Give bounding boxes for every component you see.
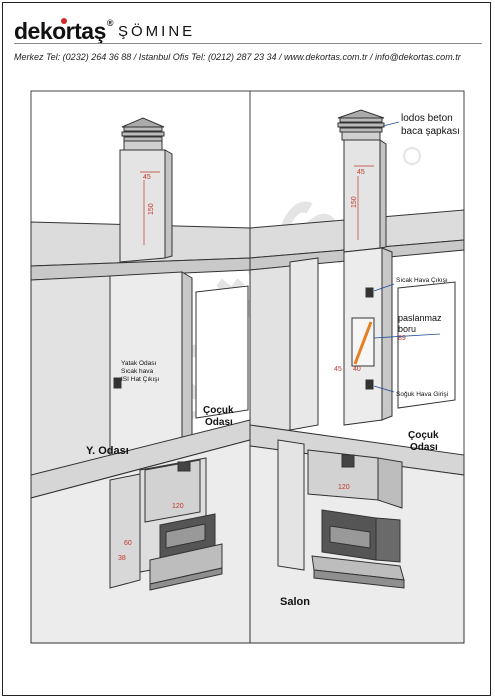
right-dim-chimney-height: 150: [351, 196, 358, 208]
left-label-vent-line-3: ISI Hat Çıkışı: [121, 376, 159, 383]
right-window-opening: [397, 281, 456, 409]
left-side-block: [109, 473, 141, 589]
right-firebox-side: [375, 517, 401, 563]
right-chimney: [343, 139, 381, 253]
right-label-cap-1: lodos beton: [401, 113, 453, 124]
left-label-bedroom: Y. Odası: [86, 445, 129, 457]
right-fireplace-hood-side: [377, 457, 403, 509]
brand-name: dekortaş: [14, 18, 106, 44]
right-firebox-grate: [329, 525, 371, 549]
brand-suffix: ŞÖMINE: [118, 23, 196, 40]
registered-mark: ®: [106, 18, 114, 28]
right-hood-vent-icon: [341, 454, 355, 468]
right-dim-chimney-width: 45: [357, 169, 365, 176]
left-dimensions: 45 150 120 60 38: [118, 171, 184, 562]
left-label-vent-line-2: Sıcak hava: [121, 368, 154, 375]
header: dekortaş® ŞÖMINE Merkez Tel: (0232) 264 …: [0, 0, 495, 70]
right-flue-column-side: [381, 247, 393, 421]
left-labels: Yatak Odası Sıcak hava ISI Hat Çıkışı Ço…: [86, 360, 234, 457]
right-label-pipe-2: boru: [398, 324, 416, 334]
left-dim-chimney-height: 150: [148, 203, 155, 215]
left-panel: [30, 90, 251, 644]
left-chimney-cap: [121, 117, 165, 151]
contact-line: Merkez Tel: (0232) 264 36 88 / Istanbul …: [14, 52, 461, 62]
right-label-child-room-1: Çoçuk: [408, 430, 439, 441]
left-chimney: [119, 149, 166, 263]
header-rule: [14, 43, 482, 44]
left-hood-vent-icon: [177, 461, 191, 472]
right-dimensions: 45 150 89 40 45 120: [334, 165, 406, 491]
left-firebox-grate: [165, 523, 206, 549]
right-label-living-room: Salon: [280, 596, 310, 608]
left-vent-grill-icon: [113, 377, 122, 389]
right-dim-pipe-b: 40: [353, 366, 361, 373]
page-frame: [2, 2, 491, 696]
right-hearth-front: [313, 569, 405, 589]
right-dim-hearth-width: 120: [338, 484, 350, 491]
left-dim-side: 38: [118, 555, 126, 562]
left-label-child-room-2: Odası: [205, 417, 233, 428]
right-dim-pipe-c: 45: [334, 366, 342, 373]
right-label-child-room-2: Odası: [410, 442, 438, 453]
left-dim-hearth-width: 120: [172, 503, 184, 510]
right-dim-pipe-a: 89: [398, 335, 406, 342]
right-hot-air-vent-icon: [365, 287, 374, 298]
left-hearth-front: [149, 567, 223, 591]
right-label-hot-air: Sıcak Hava Çıkışı: [396, 277, 448, 284]
right-cold-air-vent-icon: [365, 379, 374, 390]
left-fireplace-hood: [144, 459, 201, 523]
left-chimney-side: [164, 149, 173, 259]
brand-logo-dot: [61, 18, 67, 24]
right-upper-pillar: [289, 257, 319, 431]
watermark-registered: [403, 147, 421, 165]
right-label-pipe-1: paslanmaz: [398, 313, 442, 323]
right-label-cap-2: baca şapkası: [401, 126, 460, 137]
left-window-opening: [195, 285, 249, 419]
right-chimney-cap: [337, 109, 385, 141]
right-upper-wall-left: [249, 265, 291, 437]
left-dim-chimney-width: 45: [143, 174, 151, 181]
left-dim-hearth-depth: 60: [124, 540, 132, 547]
right-lower-pillar: [277, 439, 305, 571]
right-label-cold-air: Soğuk Hava Girişi: [396, 391, 448, 398]
right-panel: [249, 90, 465, 644]
left-label-child-room-1: Çoçuk: [203, 405, 234, 416]
left-label-vent-line-1: Yatak Odası: [121, 360, 156, 367]
right-labels: lodos beton baca şapkası Sıcak Hava Çıkı…: [280, 113, 460, 608]
right-chimney-side: [379, 139, 387, 249]
brand-logo: dekortaş®: [14, 18, 114, 45]
